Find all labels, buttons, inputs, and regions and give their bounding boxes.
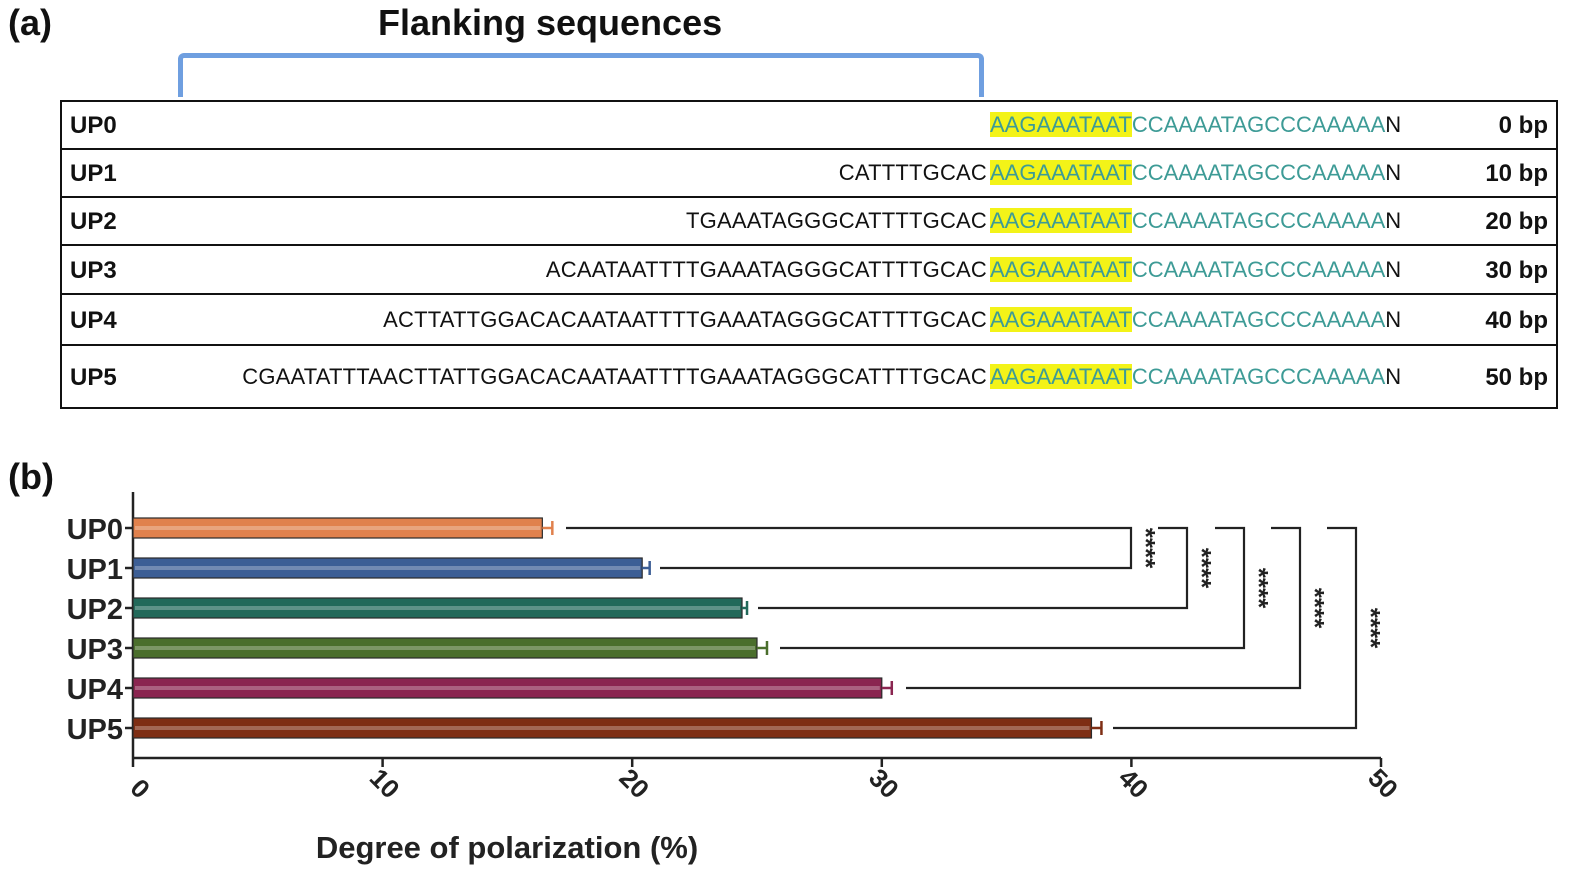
flanking-bracket: [178, 53, 984, 97]
bar: [132, 557, 643, 579]
flanking-sequence: ACTTATTGGACACAATAATTTTGAAATAGGGCATTTTGCA…: [383, 307, 987, 332]
y-tick-label: UP3: [67, 634, 123, 666]
sequence-name: UP2: [70, 208, 117, 235]
x-tick-label: 0: [125, 773, 156, 804]
x-axis-title: Degree of polarization (%): [316, 830, 698, 865]
sequence-end: N: [1385, 257, 1402, 282]
flank-length: 20 bp: [1485, 208, 1548, 235]
sequence-end: N: [1385, 364, 1402, 389]
bar-highlight: [135, 606, 741, 610]
flank-length: 40 bp: [1485, 307, 1548, 334]
highlighted-motif: AAGAAATAAT: [990, 160, 1132, 185]
flank-length: 10 bp: [1485, 160, 1548, 187]
significance-label: ****: [1131, 528, 1161, 569]
bar-highlight: [135, 686, 880, 690]
sequence-name: UP3: [70, 257, 117, 284]
highlighted-motif: AAGAAATAAT: [990, 208, 1132, 233]
y-tick-label: UP1: [67, 554, 123, 586]
sequence-tail: CCAAAATAGCCCAAAAA: [1131, 257, 1386, 282]
sequence-tail: CCAAAATAGCCCAAAAA: [1131, 307, 1386, 332]
bar-highlight: [135, 566, 641, 570]
sequence-end: N: [1385, 112, 1402, 137]
core-sequence: AAGAAATAATCCAAAATAGCCCAAAAAN: [990, 160, 1401, 186]
x-tick-label: 40: [1113, 763, 1155, 805]
flanking-sequences-title: Flanking sequences: [378, 2, 723, 43]
panel-a-label: (a): [8, 2, 52, 43]
y-tick-label: UP0: [67, 514, 123, 546]
significance-bracket: [758, 526, 1189, 610]
significance-label: ****: [1187, 548, 1217, 589]
core-sequence: AAGAAATAATCCAAAATAGCCCAAAAAN: [990, 208, 1401, 234]
bar-highlight: [135, 726, 1090, 730]
significance-bracket: [566, 526, 1133, 570]
flanking-sequence: CGAATATTTAACTTATTGGACACAATAATTTTGAAATAGG…: [242, 364, 987, 389]
significance-bracket: [906, 526, 1302, 690]
sequence-name: UP0: [70, 112, 117, 139]
y-tick-label: UP2: [67, 594, 123, 626]
bar-highlight: [135, 526, 541, 530]
significance-label: ****: [1244, 568, 1274, 609]
panel-b-label: (b): [8, 456, 54, 497]
sequence-tail: CCAAAATAGCCCAAAAA: [1131, 160, 1386, 185]
sequence-name: UP4: [70, 307, 117, 334]
core-sequence: AAGAAATAATCCAAAATAGCCCAAAAAN: [990, 112, 1401, 138]
highlighted-motif: AAGAAATAAT: [990, 112, 1132, 137]
flank-length: 50 bp: [1485, 364, 1548, 391]
sequence-row: UP5 CGAATATTTAACTTATTGGACACAATAATTTTGAAAT…: [62, 346, 1556, 409]
flank-length: 0 bp: [1498, 112, 1548, 139]
sequence-tail: CCAAAATAGCCCAAAAA: [1131, 364, 1386, 389]
highlighted-motif: AAGAAATAAT: [990, 364, 1132, 389]
sequence-row: UP4 ACTTATTGGACACAATAATTTTGAAATAGGGCATTTT…: [62, 295, 1556, 346]
sequence-tail: CCAAAATAGCCCAAAAA: [1131, 112, 1386, 137]
sequence-end: N: [1385, 208, 1402, 233]
sequence-row: UP0 AAGAAATAATCCAAAATAGCCCAAAAAN 0 bp: [62, 102, 1556, 150]
y-tick-label: UP4: [67, 674, 123, 706]
x-tick-label: 20: [614, 763, 656, 805]
significance-bracket: [780, 526, 1246, 650]
bar-highlight: [135, 646, 755, 650]
flanking-sequence: TGAAATAGGGCATTTTGCAC: [686, 208, 987, 233]
core-sequence: AAGAAATAATCCAAAATAGCCCAAAAAN: [990, 257, 1401, 283]
sequence-name: UP5: [70, 364, 117, 391]
highlighted-motif: AAGAAATAAT: [990, 257, 1132, 282]
significance-label: ****: [1356, 608, 1386, 649]
sequence-end: N: [1385, 160, 1402, 185]
x-tick-label: 50: [1362, 763, 1404, 805]
x-tick-label: 30: [863, 763, 905, 805]
y-tick-label: UP5: [67, 714, 123, 746]
x-tick-label: 10: [364, 763, 406, 805]
sequence-tail: CCAAAATAGCCCAAAAA: [1131, 208, 1386, 233]
sequence-end: N: [1385, 307, 1402, 332]
highlighted-motif: AAGAAATAAT: [990, 307, 1132, 332]
core-sequence: AAGAAATAATCCAAAATAGCCCAAAAAN: [990, 307, 1401, 333]
sequence-name: UP1: [70, 160, 117, 187]
flank-length: 30 bp: [1485, 257, 1548, 284]
flanking-sequence: ACAATAATTTTGAAATAGGGCATTTTGCAC: [545, 257, 987, 282]
flanking-sequence: CATTTTGCAC: [838, 160, 987, 185]
significance-label: ****: [1300, 588, 1330, 629]
core-sequence: AAGAAATAATCCAAAATAGCCCAAAAAN: [990, 364, 1401, 390]
significance-bracket: [1113, 526, 1358, 730]
